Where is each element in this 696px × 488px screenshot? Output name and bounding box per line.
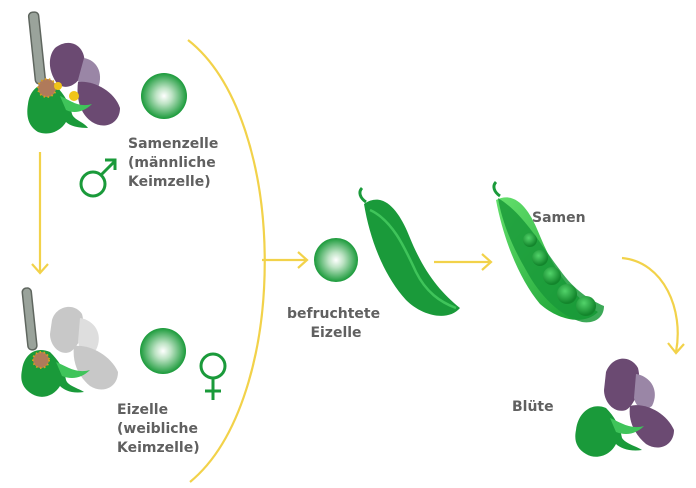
female-symbol-icon [201, 354, 225, 400]
seeds-label: Samen [532, 210, 586, 226]
right-arrow-icon [434, 254, 491, 270]
pea-seed [576, 296, 596, 316]
sperm-cell-label: Samenzelle (männliche Keimzelle) [128, 136, 223, 190]
closed-pea-pod-icon [360, 188, 460, 316]
pea-seed [532, 250, 548, 266]
down-arrow-icon [32, 152, 48, 273]
fertilized-label-line: Eizelle [310, 325, 361, 341]
fertilized-egg-icon [314, 238, 358, 282]
curved-arrow-icon [622, 258, 684, 353]
sperm-label-line: Samenzelle [128, 136, 218, 152]
sperm-label-line: Keimzelle) [128, 174, 211, 190]
egg-cell-icon [140, 328, 186, 374]
male-symbol-icon [81, 160, 115, 196]
pea-seed [543, 267, 561, 285]
open-pea-pod-icon [494, 182, 604, 322]
right-arrow-icon [262, 252, 307, 268]
egg-label-line: Eizelle [117, 402, 168, 418]
fertilized-label-line: befruchtete [287, 306, 380, 322]
pea-seed [557, 284, 577, 304]
sperm-cell-icon [141, 73, 187, 119]
sperm-label-line: (männliche [128, 155, 216, 171]
egg-label-line: Keimzelle) [117, 440, 200, 456]
egg-cell-label: Eizelle (weibliche Keimzelle) [117, 402, 203, 456]
egg-label-line: (weibliche [117, 421, 198, 437]
pea-seed [523, 233, 537, 247]
flower-icon [575, 359, 674, 457]
brush-handle-icon [22, 288, 37, 351]
stigma-flower-icon [21, 288, 118, 397]
pollinated-flower-icon [27, 12, 120, 134]
fertilized-egg-label: befruchtete Eizelle [287, 306, 385, 341]
flower-label: Blüte [512, 399, 554, 415]
brush-handle-icon [28, 12, 45, 85]
merge-bracket-arc [188, 40, 265, 482]
